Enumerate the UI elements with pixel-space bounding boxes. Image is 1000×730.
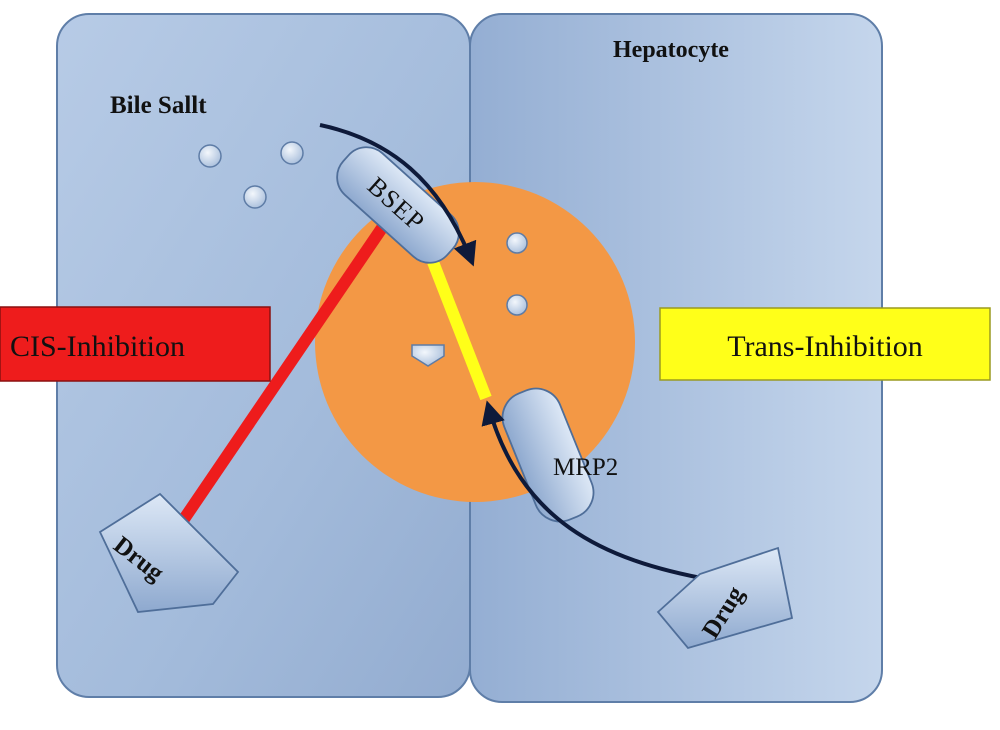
mrp2-transporter [501,387,595,523]
trans-inhibition-line [427,259,492,401]
bsep-transporter: BSEP [336,146,460,264]
mrp2-curved-arrow-icon [481,400,713,582]
bile-salt-pentagon-icon [411,344,445,367]
mrp2-label: MRP2 [553,454,618,481]
drug-pentagon-icon [656,546,794,650]
bile-salt-dot [198,144,222,168]
drug-left: Drug [98,492,240,613]
trans-inhibition-box: Trans-Inhibition [659,307,991,381]
drug-right: Drug [656,546,794,650]
bile-salt-dot [506,232,528,254]
right-cell-title: Hepatocyte [613,37,729,63]
drug-pentagon-icon [98,492,240,613]
bile-salt-dot [506,294,528,316]
cis-inhibition-box: CIS-Inhibition [0,306,271,382]
cis-inhibition-line [177,221,389,526]
bile-salt-dot [243,185,267,209]
left-cell-title: Bile Sallt [110,92,207,119]
bsep-curved-arrow-icon [319,123,477,267]
cis-inhibition-label: CIS-Inhibition [10,330,185,363]
bile-salt-dot [280,141,304,165]
trans-inhibition-label: Trans-Inhibition [727,330,923,363]
